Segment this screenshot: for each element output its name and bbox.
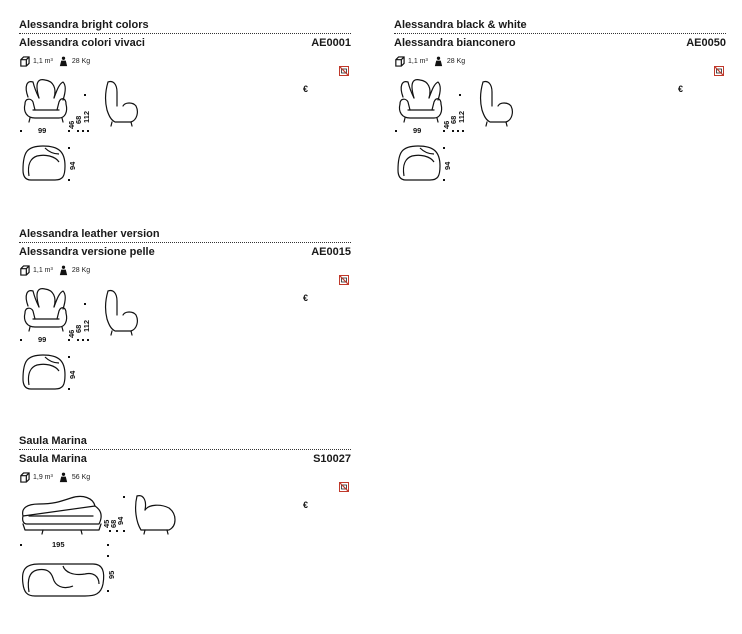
product-block-alessandra-leather: Alessandra leather version Alessandra ve… [19, 227, 351, 390]
specs-row: 1,1 m³ 28 Kg [19, 55, 351, 67]
product-code: AE0001 [311, 37, 351, 49]
armchair-side-view [105, 80, 138, 127]
dim-height: 112 [457, 111, 466, 123]
box-icon [20, 55, 30, 67]
weight-icon [59, 472, 68, 482]
no-photo-icon [339, 482, 349, 492]
product-block-alessandra-bw: Alessandra black & white Alessandra bian… [394, 18, 726, 181]
armchair-top-view [22, 354, 66, 390]
dim-depth: 94 [68, 161, 77, 170]
armchair-front-view [23, 288, 68, 332]
dim-seat-height: 46 [67, 121, 76, 129]
price-currency: € [303, 500, 309, 510]
armchair-front-view [398, 79, 443, 123]
dim-width: 99 [38, 126, 46, 135]
weight-value: 28 Kg [71, 266, 91, 274]
box-icon [20, 264, 30, 276]
dim-width: 99 [38, 335, 46, 344]
sofa-side-view [135, 495, 176, 535]
dim-width: 99 [413, 126, 421, 135]
dim-seat-height: 46 [442, 121, 451, 129]
specs-row: 1,9 m³ 56 Kg [19, 471, 351, 483]
product-name: Alessandra versione pelle [19, 246, 155, 258]
section-title: Alessandra leather version [19, 227, 351, 243]
price-currency: € [303, 293, 309, 303]
weight-icon [59, 56, 68, 66]
product-row: Saula Marina S10027 [19, 453, 351, 466]
armchair-side-view [480, 80, 513, 127]
price-currency: € [678, 84, 684, 94]
weight-value: 56 Kg [71, 473, 91, 481]
volume-value: 1,1 m³ [33, 57, 53, 65]
no-photo-icon [339, 275, 349, 285]
dim-depth: 94 [68, 370, 77, 379]
dim-height: 94 [116, 516, 125, 525]
dim-arm-height: 68 [449, 116, 458, 124]
section-title: Alessandra black & white [394, 18, 726, 34]
dimension-markers [20, 94, 89, 181]
specs-row: 1,1 m³ 28 Kg [394, 55, 726, 67]
box-icon [395, 55, 405, 67]
price-currency: € [303, 84, 309, 94]
no-photo-icon [714, 66, 724, 76]
sofa-top-view [21, 563, 105, 597]
dim-seat-height: 45 [102, 520, 111, 528]
dim-height: 112 [82, 320, 91, 332]
product-name: Saula Marina [19, 453, 87, 465]
armchair-side-view [105, 289, 138, 336]
dim-width: 195 [52, 540, 65, 549]
dim-arm-height: 68 [74, 116, 83, 124]
specs-row: 1,1 m³ 28 Kg [19, 264, 351, 276]
armchair-drawings: 46 68 112 99 94 [20, 79, 138, 181]
dimension-markers [20, 496, 125, 592]
product-code: AE0050 [686, 37, 726, 49]
dim-height: 112 [82, 111, 91, 123]
dim-arm-height: 68 [109, 520, 118, 528]
product-name: Alessandra colori vivaci [19, 37, 145, 49]
product-block-saula-marina: Saula Marina Saula Marina S10027 1,9 m³ … [19, 434, 351, 597]
weight-icon [434, 56, 443, 66]
product-row: Alessandra bianconero AE0050 [394, 37, 726, 50]
section-title: Alessandra bright colors [19, 18, 351, 34]
dimension-markers [395, 94, 464, 181]
product-code: AE0015 [311, 246, 351, 258]
product-code: S10027 [313, 453, 351, 465]
section-title: Saula Marina [19, 434, 351, 450]
product-block-alessandra-bright: Alessandra bright colors Alessandra colo… [19, 18, 351, 181]
weight-value: 28 Kg [71, 57, 91, 65]
dim-depth: 95 [107, 571, 116, 579]
weight-value: 28 Kg [446, 57, 466, 65]
sofa-front-view [22, 495, 102, 535]
product-row: Alessandra colori vivaci AE0001 [19, 37, 351, 50]
volume-value: 1,1 m³ [408, 57, 428, 65]
sofa-drawings: 45 68 94 195 95 [20, 495, 176, 597]
no-photo-icon [339, 66, 349, 76]
armchair-drawings: 46 68 112 99 94 [395, 79, 513, 181]
volume-value: 1,1 m³ [33, 266, 53, 274]
armchair-front-view [23, 79, 68, 123]
weight-icon [59, 265, 68, 275]
armchair-top-view [22, 145, 66, 181]
dimension-markers [20, 303, 89, 390]
product-name: Alessandra bianconero [394, 37, 516, 49]
dim-arm-height: 68 [74, 325, 83, 333]
volume-value: 1,9 m³ [33, 473, 53, 481]
box-icon [20, 471, 30, 483]
dim-seat-height: 46 [67, 330, 76, 338]
dim-depth: 94 [443, 161, 452, 170]
armchair-top-view [397, 145, 441, 181]
armchair-drawings: 46 68 112 99 94 [20, 288, 138, 390]
product-row: Alessandra versione pelle AE0015 [19, 246, 351, 259]
